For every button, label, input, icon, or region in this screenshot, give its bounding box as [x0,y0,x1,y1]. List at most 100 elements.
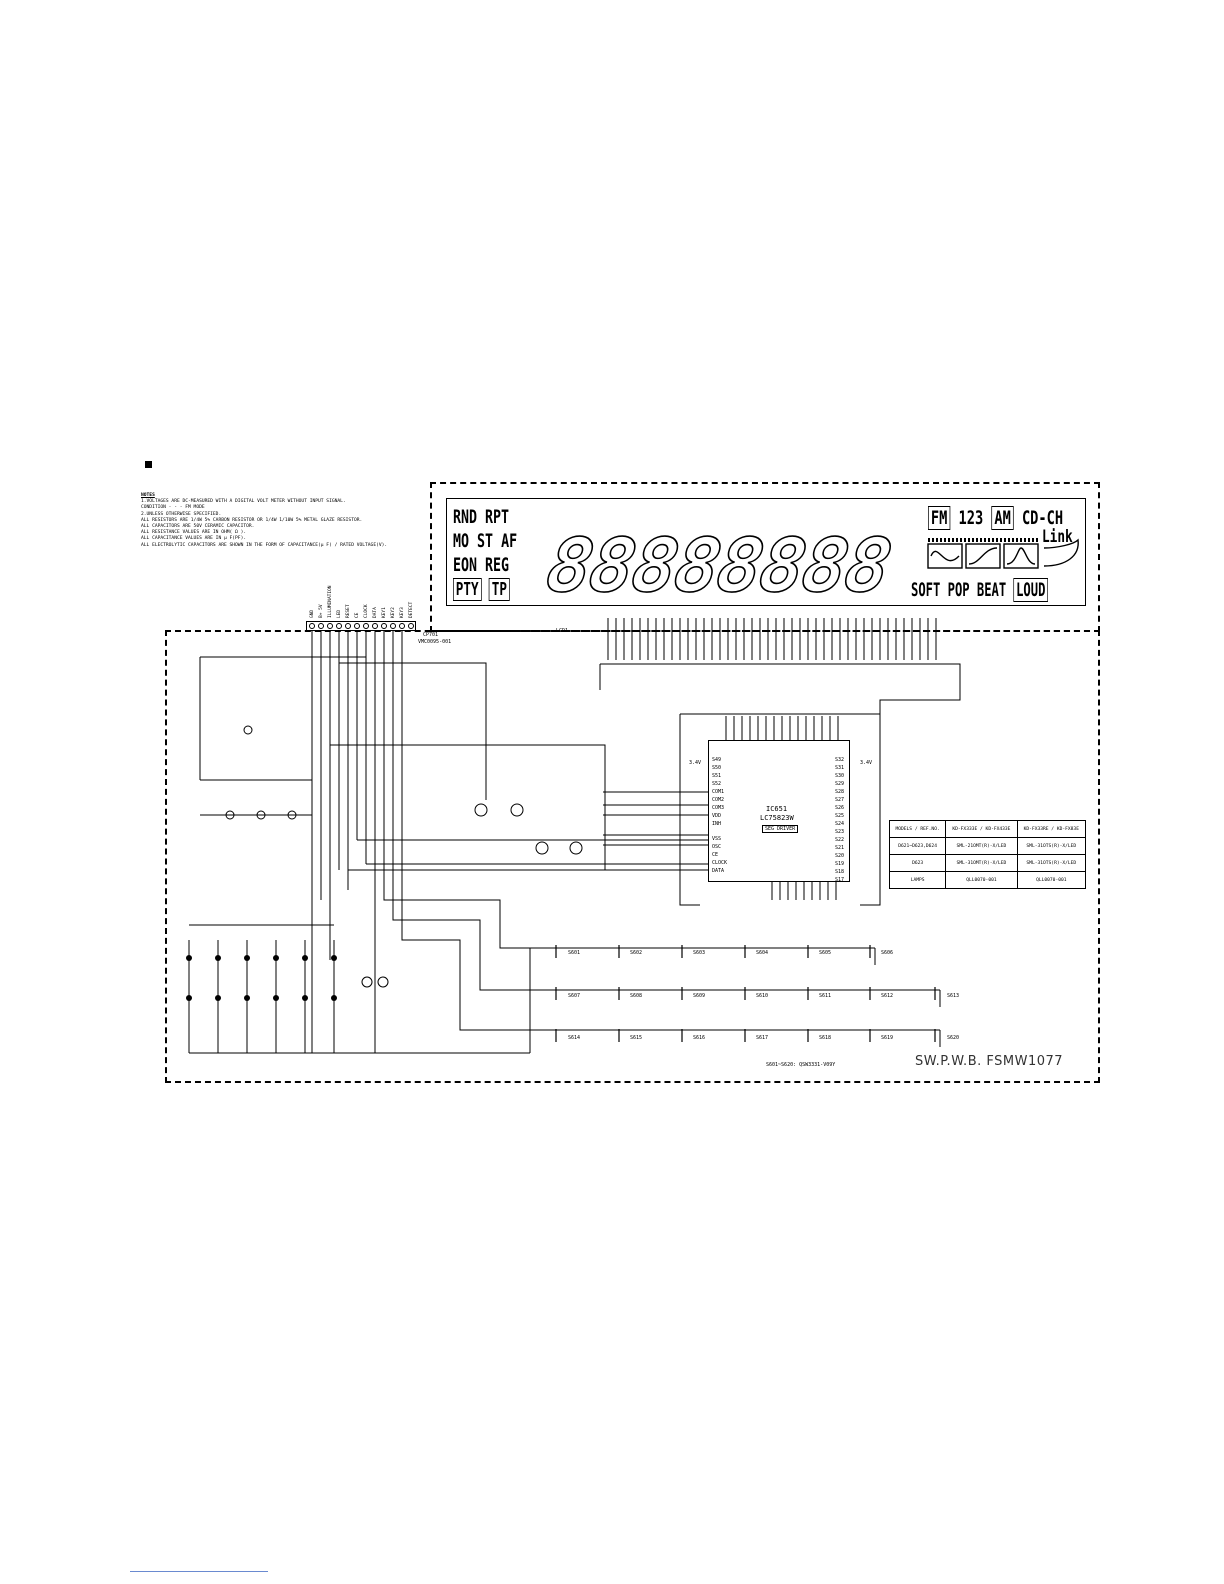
switch-label: S608 [630,993,643,999]
notes-line: ALL CAPACITANCE VALUES ARE IN μ F(PF). [141,536,247,542]
ic-pin-label: S17 [835,877,845,883]
schematic-notes: NOTES 1.VOLTAGES ARE DC-MEASURED WITH A … [141,493,416,549]
notes-line: CONDITION - - - FM MODE [141,505,205,511]
lcd-row4: PTY TP [453,578,510,601]
lcd-band-row: FM 123 AM CD-CH [928,506,1064,530]
lcd-eq-row: SOFT POP BEAT LOUD [911,578,1048,602]
ic-pin-label: INH [712,821,722,827]
ic-pin-label: DATA [712,868,725,874]
connector-part: VMC0095-001 [418,639,452,645]
table-row: LAMPS QLL0070-001 QLL0070-001 [888,871,1087,889]
lcd-soft: SOFT [911,579,941,601]
switch-label: S609 [693,993,706,999]
ic-pin-label: S51 [712,773,722,779]
ic-pin-label: S24 [835,821,845,827]
switch-label: S602 [630,950,643,956]
notes-heading: NOTES [141,493,155,498]
ic-pin-label: S26 [835,805,845,811]
ic-pin-label: S30 [835,773,845,779]
section-bullet [145,461,152,468]
switch-label: S612 [881,993,894,999]
switch-label: S603 [693,950,706,956]
ic-pin-label: S22 [835,837,845,843]
lcd-fm: FM [928,506,951,530]
ic-pin-label: S18 [835,869,845,875]
lcd-tp: TP [488,578,510,601]
switch-label: S613 [947,993,960,999]
switch-label: S601 [568,950,581,956]
lcd-pop: POP [947,579,970,601]
ic-pin-label: S23 [835,829,845,835]
ic-voltage: 3.4V [689,760,702,766]
ic-pin-label: CLOCK [712,860,728,866]
lcd-row2: MO ST AF [453,530,517,552]
lcd-panel [446,498,1086,606]
lamp-parts-table: MODELS / REF.NO. KD-FX333E / KD-FX433E K… [888,820,1087,889]
switch-label: S606 [881,950,894,956]
ic-pin-label: S31 [835,765,845,771]
ic-pin-label: S28 [835,789,845,795]
board-label: SW.P.W.B. FSMW1077 [915,1054,1064,1069]
switch-label: S617 [756,1035,769,1041]
lcd-mo: MO [453,530,470,552]
lcd-rpt: RPT [485,506,510,528]
footer-rule [130,1571,268,1572]
notes-line: 1.VOLTAGES ARE DC-MEASURED WITH A DIGITA… [141,499,346,505]
notes-line: ALL ELECTROLYTIC CAPACITORS ARE SHOWN IN… [141,542,388,548]
switch-label: S616 [693,1035,706,1041]
notes-line: ALL RESISTANCE VALUES ARE IN OHM( Ω ). [141,530,247,536]
lcd-reg: REG [485,554,510,576]
ic-pin-label: S20 [835,853,845,859]
lcd-row3: EON REG [453,554,509,576]
switch-label: S619 [881,1035,894,1041]
ic-pin-label: S21 [835,845,845,851]
ic-pin-label: S27 [835,797,845,803]
lcd-rnd: RND [453,506,478,528]
ic-pin-label: S50 [712,765,722,771]
switch-part-note: S601~S620: QSW3331-V09Y [766,1062,836,1068]
switch-label: S607 [568,993,581,999]
lcd-ref: LCD1 [556,628,569,634]
ic-pin-label: S52 [712,781,722,787]
switch-label: S604 [756,950,769,956]
ic-ref: IC651 [766,805,788,813]
lcd-am: AM [991,506,1014,530]
switch-label: S620 [947,1035,960,1041]
switch-label: S618 [819,1035,832,1041]
switch-label: S610 [756,993,769,999]
lcd-pty: PTY [453,578,482,601]
table-row: D623 SML-31OMT(R)-X/LED SML-31OTS(R)-X/L… [888,854,1087,872]
lcd-link: Link [1042,527,1073,547]
notes-line: 2.UNLESS OTHERWISE SPECIFIED. [141,511,222,517]
lcd-presets: 123 [958,507,984,529]
ic-pin-label: COM3 [712,805,725,811]
ic-pin-label: S29 [835,781,845,787]
lcd-st: ST [477,530,494,552]
notes-line: ALL CAPACITORS ARE 50V CERAMIC CAPACITOR… [141,524,255,530]
ic-pin-label: S49 [712,757,722,763]
connector-ref: CP701 [423,632,439,638]
ic-pin-label: S32 [835,757,845,763]
connector-cp701 [306,621,416,631]
ic-pin-label: COM2 [712,797,725,803]
lcd-beat: BEAT [976,579,1007,601]
table-cell: QLL0070-001 [1016,871,1087,889]
ic651-body [708,740,850,882]
switch-label: S615 [630,1035,643,1041]
ic-voltage: 3.4V [860,760,873,766]
ic-note: SEG DRIVER [762,825,799,833]
ic-pin-label: S19 [835,861,845,867]
ic-pin-label: VDD [712,813,722,819]
lcd-row1: RND RPT [453,506,509,528]
ic-pin-label: S25 [835,813,845,819]
table-header-row: MODELS / REF.NO. KD-FX333E / KD-FX433E K… [888,820,1087,838]
ic-part: LC75823W [760,814,794,822]
lcd-eon: EON [453,554,478,576]
lcd-cd-ch: CD-CH [1021,507,1064,529]
lcd-af: AF [501,530,518,552]
switch-label: S605 [819,950,832,956]
switch-label: S611 [819,993,832,999]
switch-label: S614 [568,1035,581,1041]
ic-pin-label: COM1 [712,789,725,795]
